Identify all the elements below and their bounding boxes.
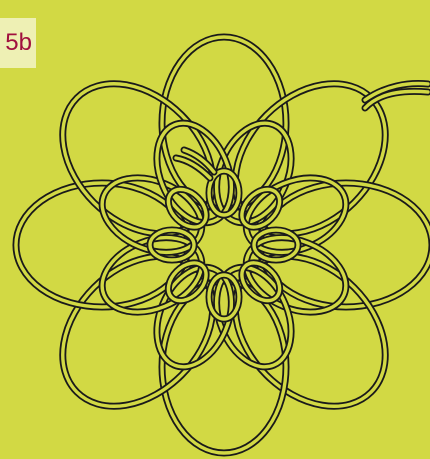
inner-ring-6-group [161,256,213,308]
outer-loop-2-group [206,54,415,263]
outer-loop-6-group [33,227,242,436]
inner-rings [91,112,357,378]
inner-ring-6 [161,256,213,308]
outer-loop-8-outline [33,54,242,263]
inner-ring-8 [161,182,213,234]
outer-loop-4-outline [206,227,415,436]
inner-ring-2-group [235,182,287,234]
inner-ring-4-group [235,256,287,308]
inner-ring-2 [235,182,287,234]
outer-loop-4-group [206,227,415,436]
outer-loop-8-group [33,54,242,263]
figure-label: 5b [0,18,36,68]
outer-loop-2-outline [206,54,415,263]
outer-loop-6-outline [33,227,242,436]
inner-ring-4 [235,256,287,308]
inner-ring-8-group [161,182,213,234]
